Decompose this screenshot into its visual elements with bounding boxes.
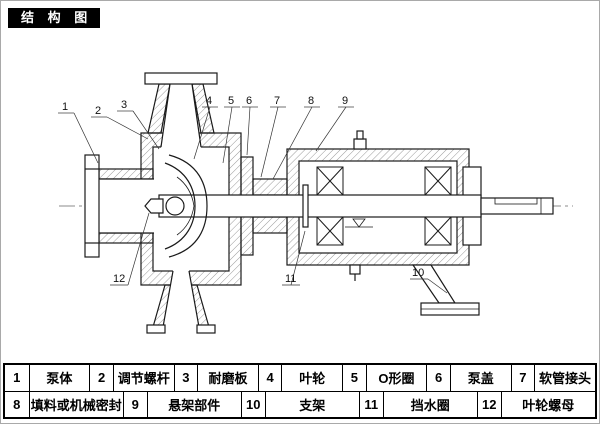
- part-name: 填料或机械密封: [28, 391, 123, 417]
- part-name: 泵盖: [449, 365, 511, 391]
- callout-label-8: 8: [308, 95, 314, 107]
- part-name: 叶轮: [281, 365, 342, 391]
- part-name: 软管接头: [534, 365, 595, 391]
- part-name: 挡水圈: [382, 391, 477, 417]
- part-number: 1: [13, 370, 21, 386]
- ball-bearings: [316, 166, 452, 246]
- callout-label-2: 2: [95, 105, 101, 117]
- callout-label-6: 6: [246, 95, 252, 107]
- parts-legend-table: 1 泵体 2 调节螺杆 3 耐磨板 4 叶轮 5 O形圈 6 泵盖 7 软管接头…: [3, 363, 597, 419]
- impeller-nut: [144, 198, 164, 214]
- drain-leg: [146, 270, 216, 334]
- pump-cross-section-diagram: 1 2 3 4 5 6 7 8 9 10 11 12: [58, 72, 573, 334]
- part-name: 支架: [264, 391, 359, 417]
- part-number: 5: [342, 365, 366, 391]
- pump-shaft: [158, 194, 554, 218]
- callout-label-12: 12: [113, 273, 125, 285]
- part-number: 6: [426, 365, 450, 391]
- suction-flange: [84, 154, 154, 258]
- part-name: O形圈: [365, 365, 427, 391]
- part-number: 3: [173, 365, 198, 391]
- callout-label-10: 10: [412, 267, 424, 279]
- callout-label-5: 5: [228, 95, 234, 107]
- part-name: 调节螺杆: [112, 365, 174, 391]
- water-slinger-ring: [302, 184, 309, 228]
- callout-label-4: 4: [206, 95, 212, 107]
- part-number: 11: [358, 391, 383, 417]
- part-name: 耐磨板: [197, 365, 258, 391]
- discharge-nozzle: [144, 72, 218, 148]
- callout-leaders: [58, 106, 448, 294]
- part-number: 10: [240, 391, 265, 417]
- part-number: 7: [510, 365, 535, 391]
- part-number: 12: [476, 391, 501, 417]
- parts-table-row-1: 1 泵体 2 调节螺杆 3 耐磨板 4 叶轮 5 O形圈 6 泵盖 7 软管接头: [5, 365, 595, 391]
- part-number: 9: [122, 391, 147, 417]
- callout-label-11: 11: [285, 273, 296, 285]
- support-bracket: [411, 264, 480, 316]
- part-number: 2: [89, 365, 113, 391]
- part-name: 泵体: [28, 365, 90, 391]
- part-number: 4: [257, 365, 282, 391]
- diagram-area: 1 2 3 4 5 6 7 8 9 10 11 12: [1, 29, 600, 361]
- part-number: 8: [13, 396, 21, 412]
- callout-label-1: 1: [62, 101, 68, 113]
- parts-table-row-2: 8 填料或机械密封 9 悬架部件 10 支架 11 挡水圈 12 叶轮螺母: [5, 390, 595, 417]
- callout-label-7: 7: [274, 95, 280, 107]
- impeller: [144, 154, 208, 258]
- callout-label-9: 9: [342, 95, 348, 107]
- part-name: 叶轮螺母: [500, 391, 595, 417]
- part-name: 悬架部件: [146, 391, 241, 417]
- page-title: 结 构 图: [8, 8, 101, 28]
- callout-label-3: 3: [121, 99, 127, 111]
